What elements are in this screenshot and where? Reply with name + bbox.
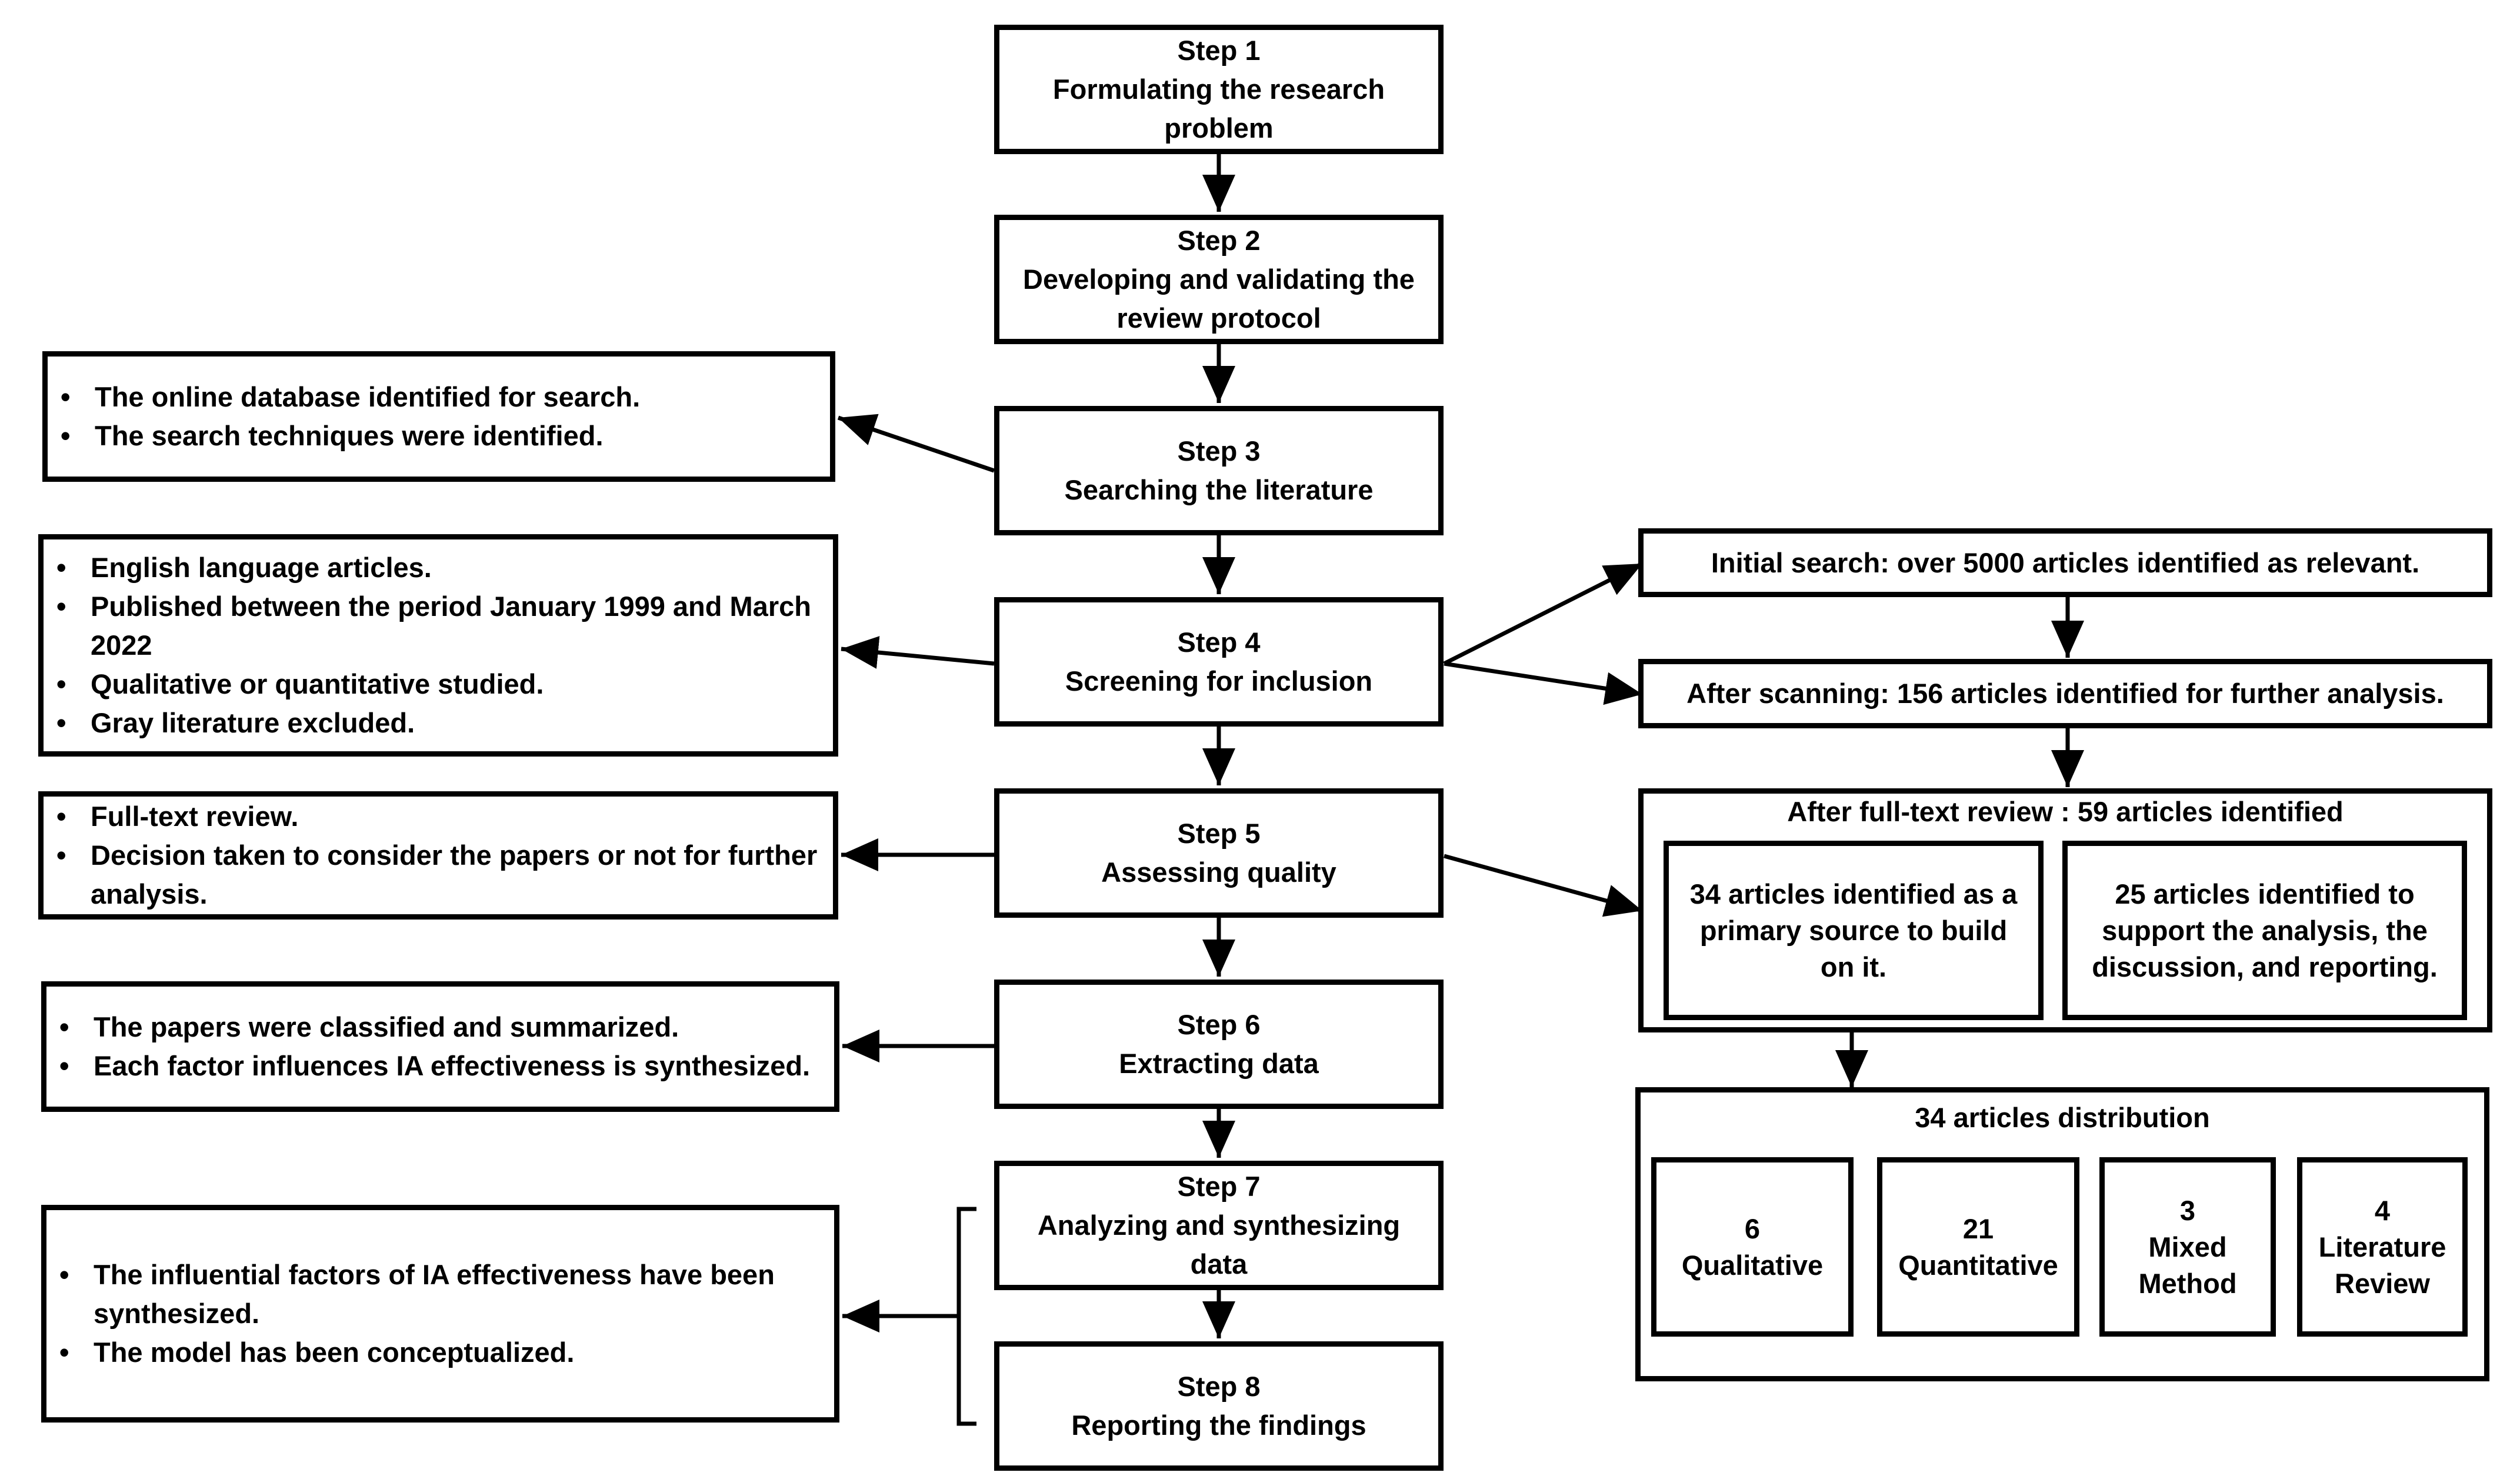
step-5-box: Step 5 Assessing quality	[994, 788, 1444, 918]
step-4-note-box: English language articles. Published bet…	[38, 534, 838, 757]
note-item: Full-text review.	[56, 797, 819, 836]
primary-source-text: 34 articles identified as a primary sour…	[1689, 878, 2018, 982]
step-6-number: Step 6	[1177, 1009, 1261, 1040]
step-8-box: Step 8 Reporting the findings	[994, 1341, 1444, 1471]
distribution-group: 34 articles distribution 6 Qualitative 2…	[1635, 1087, 2489, 1381]
step-4-number: Step 4	[1177, 627, 1261, 658]
note-item: Decision taken to consider the papers or…	[56, 836, 819, 914]
bracket-step7-step8	[956, 1207, 976, 1426]
step-2-title-line-1: Developing and validating the	[1023, 264, 1415, 295]
note-item: Gray literature excluded.	[56, 704, 819, 742]
step-5-note-box: Full-text review. Decision taken to cons…	[38, 791, 838, 920]
initial-search-box: Initial search: over 5000 articles ident…	[1638, 528, 2492, 597]
full-text-review-title: After full-text review : 59 articles ide…	[1787, 796, 2344, 827]
step-6-title: Extracting data	[1119, 1048, 1319, 1079]
step-7-title-line-2: data	[1190, 1248, 1248, 1280]
distribution-item-literature: 4 Literature Review	[2297, 1157, 2468, 1337]
step-1-number: Step 1	[1177, 35, 1261, 66]
distribution-label: Quantitative	[1898, 1249, 2058, 1281]
support-box: 25 articles identified to support the an…	[2062, 841, 2467, 1020]
step-7-number: Step 7	[1177, 1171, 1261, 1202]
step-7-title-line-1: Analyzing and synthesizing	[1037, 1210, 1401, 1241]
step-2-number: Step 2	[1177, 225, 1261, 256]
note-item: The model has been conceptualized.	[59, 1333, 820, 1372]
step-8-number: Step 8	[1177, 1371, 1261, 1402]
after-scanning-box: After scanning: 156 articles identified …	[1638, 659, 2492, 728]
distribution-item-mixed: 3 Mixed Method	[2099, 1157, 2276, 1337]
distribution-label: Literature Review	[2318, 1231, 2446, 1299]
distribution-count: 4	[2374, 1194, 2391, 1226]
note-item: Qualitative or quantitative studied.	[56, 665, 819, 704]
distribution-title: 34 articles distribution	[1915, 1102, 2210, 1133]
step-5-number: Step 5	[1177, 818, 1261, 849]
distribution-count: 3	[2179, 1194, 2196, 1226]
distribution-count: 6	[1744, 1212, 1761, 1244]
step-1-title-line-1: Formulating the research	[1052, 74, 1385, 105]
step-3-number: Step 3	[1177, 435, 1261, 467]
initial-search-text: Initial search: over 5000 articles ident…	[1711, 547, 2420, 578]
arrow-step5-fulltext	[1444, 854, 1643, 917]
distribution-count: 21	[1962, 1212, 1994, 1244]
step-2-title-line-2: review protocol	[1116, 302, 1321, 334]
step-6-box: Step 6 Extracting data	[994, 980, 1444, 1109]
step-4-box: Step 4 Screening for inclusion	[994, 597, 1444, 727]
step-7-8-note-box: The influential factors of IA effectiven…	[41, 1205, 839, 1423]
step-8-title: Reporting the findings	[1071, 1410, 1366, 1441]
distribution-item-qualitative: 6 Qualitative	[1651, 1157, 1854, 1337]
arrow-step3-note	[837, 414, 995, 473]
note-item: The influential factors of IA effectiven…	[59, 1255, 820, 1333]
note-item: The online database identified for searc…	[61, 378, 816, 417]
note-item: The papers were classified and summarize…	[59, 1008, 820, 1047]
step-1-box: Step 1 Formulating the research problem	[994, 25, 1444, 154]
step-3-note-box: The online database identified for searc…	[42, 351, 835, 482]
arrow-step4-note	[841, 636, 995, 669]
step-2-box: Step 2 Developing and validating the rev…	[994, 215, 1444, 344]
after-scanning-text: After scanning: 156 articles identified …	[1686, 678, 2444, 709]
step-3-title: Searching the literature	[1064, 474, 1374, 505]
step-3-box: Step 3 Searching the literature	[994, 406, 1444, 535]
note-item: Published between the period January 199…	[56, 587, 819, 665]
distribution-item-quantitative: 21 Quantitative	[1877, 1157, 2079, 1337]
distribution-label: Qualitative	[1681, 1249, 1824, 1281]
note-item: Each factor influences IA effectiveness …	[59, 1047, 820, 1085]
step-4-title: Screening for inclusion	[1065, 665, 1373, 697]
primary-source-box: 34 articles identified as a primary sour…	[1664, 841, 2044, 1020]
arrow-step4-scanning	[1444, 661, 1643, 705]
support-text: 25 articles identified to support the an…	[2092, 878, 2438, 982]
note-item: English language articles.	[56, 548, 819, 587]
distribution-label: Mixed Method	[2138, 1231, 2237, 1299]
note-item: The search techniques were identified.	[61, 417, 816, 455]
arrow-step4-initial	[1443, 561, 1644, 666]
step-7-box: Step 7 Analyzing and synthesizing data	[994, 1161, 1444, 1290]
full-text-review-group: After full-text review : 59 articles ide…	[1638, 788, 2492, 1032]
step-1-title-line-2: problem	[1164, 112, 1274, 144]
step-6-note-box: The papers were classified and summarize…	[41, 981, 839, 1112]
step-5-title: Assessing quality	[1101, 857, 1336, 888]
